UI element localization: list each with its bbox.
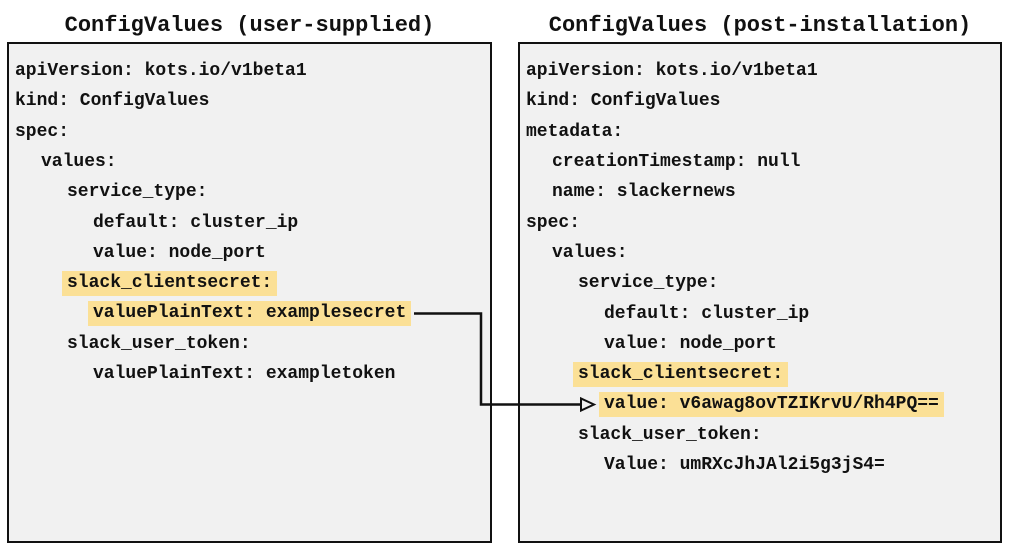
- code-text: spec:: [526, 212, 581, 233]
- code-line: service_type:: [15, 177, 490, 207]
- code-line: slack_user_token:: [526, 420, 1000, 450]
- code-line: slack_clientsecret:: [526, 359, 1000, 389]
- code-text: apiVersion: kots.io/v1beta1: [526, 61, 818, 82]
- left-panel-code: apiVersion: kots.io/v1beta1 kind: ConfigV…: [15, 56, 490, 389]
- right-panel-title: ConfigValues (post-installation): [548, 13, 972, 38]
- highlighted-code-text: slack_clientsecret:: [573, 361, 789, 387]
- code-text: value: node_port: [604, 333, 777, 354]
- highlighted-code-text: slack_clientsecret:: [62, 270, 278, 296]
- code-line: metadata:: [526, 117, 1000, 147]
- code-text: slack_user_token:: [67, 333, 251, 354]
- code-line: spec:: [526, 207, 1000, 237]
- code-text: kind: ConfigValues: [526, 91, 721, 112]
- code-line: spec:: [15, 117, 490, 147]
- code-line: values:: [15, 147, 490, 177]
- code-text: spec:: [15, 121, 70, 142]
- code-line: value: node_port: [15, 238, 490, 268]
- code-line: value: v6awag8ovTZIKrvU/Rh4PQ==: [526, 389, 1000, 419]
- code-text: values:: [41, 152, 117, 173]
- code-text: creationTimestamp: null: [552, 152, 801, 173]
- code-text: default: cluster_ip: [93, 212, 299, 233]
- highlighted-code-text: valuePlainText: examplesecret: [88, 301, 412, 327]
- code-line: Value: umRXcJhJAl2i5g3jS4=: [526, 450, 1000, 480]
- code-text: default: cluster_ip: [604, 303, 810, 324]
- code-text: kind: ConfigValues: [15, 91, 210, 112]
- left-panel-title: ConfigValues (user-supplied): [64, 13, 435, 38]
- code-text: metadata:: [526, 121, 624, 142]
- code-text: value: node_port: [93, 242, 266, 263]
- code-line: value: node_port: [526, 329, 1000, 359]
- code-text: name: slackernews: [552, 182, 736, 203]
- code-text: valuePlainText: exampletoken: [93, 364, 396, 385]
- right-panel-box: apiVersion: kots.io/v1beta1 kind: ConfigV…: [518, 42, 1002, 543]
- left-panel-box: apiVersion: kots.io/v1beta1 kind: ConfigV…: [7, 42, 492, 543]
- code-line: default: cluster_ip: [526, 298, 1000, 328]
- code-line: values:: [526, 238, 1000, 268]
- code-line: kind: ConfigValues: [526, 86, 1000, 116]
- code-line: slack_clientsecret:: [15, 268, 490, 298]
- code-line: slack_user_token:: [15, 329, 490, 359]
- code-text: values:: [552, 242, 628, 263]
- code-line: apiVersion: kots.io/v1beta1: [15, 56, 490, 86]
- code-line: creationTimestamp: null: [526, 147, 1000, 177]
- code-text: Value: umRXcJhJAl2i5g3jS4=: [604, 455, 885, 475]
- code-text: service_type:: [67, 182, 208, 203]
- code-text: service_type:: [578, 273, 719, 294]
- code-line: kind: ConfigValues: [15, 86, 490, 116]
- code-line: apiVersion: kots.io/v1beta1: [526, 56, 1000, 86]
- highlighted-code-text: value: v6awag8ovTZIKrvU/Rh4PQ==: [599, 391, 944, 417]
- code-line: valuePlainText: exampletoken: [15, 359, 490, 389]
- code-line: service_type:: [526, 268, 1000, 298]
- code-line: valuePlainText: examplesecret: [15, 298, 490, 328]
- code-line: name: slackernews: [526, 177, 1000, 207]
- code-text: apiVersion: kots.io/v1beta1: [15, 61, 307, 82]
- right-panel-code: apiVersion: kots.io/v1beta1 kind: ConfigV…: [526, 56, 1000, 480]
- code-line: default: cluster_ip: [15, 207, 490, 237]
- code-text: slack_user_token:: [578, 424, 762, 445]
